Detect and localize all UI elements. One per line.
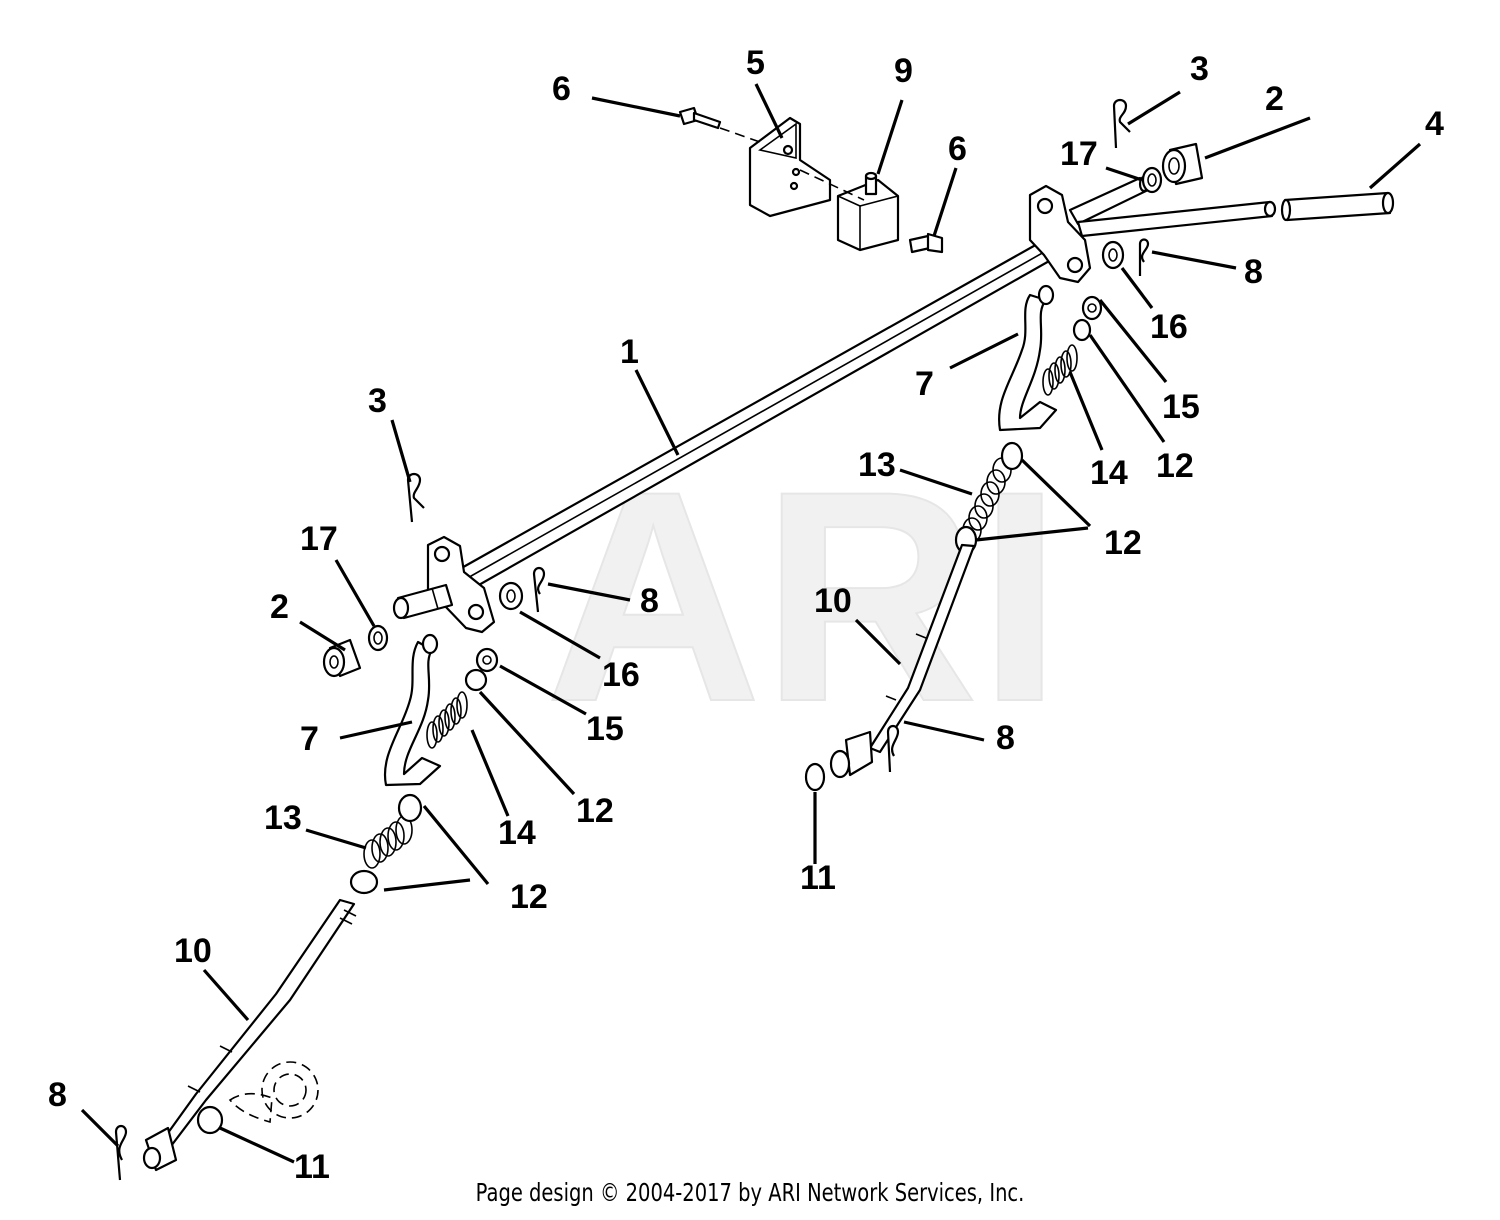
hair-pin-8-right-lower — [886, 724, 900, 773]
nut-15-right — [1081, 295, 1103, 321]
washer-16-right — [1101, 240, 1125, 270]
spring-14-right — [1042, 344, 1078, 396]
callout-17: 17 — [1060, 135, 1098, 173]
right-bracket — [1028, 184, 1092, 284]
callout-4: 4 — [1425, 105, 1444, 143]
callout-11: 11 — [800, 859, 836, 897]
screw-6-right — [908, 232, 944, 254]
callout-10: 10 — [814, 582, 852, 620]
callout-labels: 1 2 2 3 3 4 5 6 6 7 7 8 8 8 8 9 10 10 11… — [48, 44, 1444, 1186]
callout-6: 6 — [552, 70, 571, 108]
callout-2: 2 — [270, 588, 289, 626]
hair-pin-8-left-lower — [114, 1124, 128, 1181]
assembly-line-upper — [719, 127, 761, 143]
rod-10-right — [868, 543, 976, 754]
hair-pin-8-right — [1138, 238, 1150, 276]
callout-1: 1 — [620, 333, 639, 371]
bushing-left — [322, 638, 362, 678]
callout-3: 3 — [368, 382, 387, 420]
washer-17-left — [367, 624, 389, 652]
hair-pin-8-left — [532, 566, 546, 613]
callout-15: 15 — [586, 710, 624, 748]
washer-16-left — [498, 581, 524, 611]
clevis-right — [829, 730, 874, 779]
washer-17-right — [1141, 166, 1163, 194]
screw-6-left — [678, 106, 722, 130]
grip-sleeve — [1280, 191, 1395, 222]
callout-2: 2 — [1265, 80, 1284, 118]
callout-7: 7 — [300, 720, 319, 758]
assembly-line-switch — [799, 169, 865, 201]
callout-12: 12 — [576, 792, 614, 830]
washer-11-left — [196, 1105, 224, 1135]
lever-7-left — [383, 633, 442, 787]
callout-11: 11 — [294, 1148, 330, 1186]
bushing-right — [1161, 142, 1204, 186]
callout-7: 7 — [915, 365, 934, 403]
callout-17: 17 — [300, 520, 338, 558]
copyright-footer: Page design © 2004-2017 by ARI Network S… — [475, 1178, 1025, 1207]
callout-13: 13 — [264, 799, 302, 837]
leader-lines — [80, 83, 1422, 1164]
callout-12: 12 — [510, 878, 548, 916]
callout-3: 3 — [1190, 50, 1209, 88]
callout-14: 14 — [1090, 454, 1128, 492]
callout-13: 13 — [858, 446, 896, 484]
spring-13-left — [363, 815, 413, 869]
callout-8: 8 — [996, 719, 1015, 757]
left-bracket — [426, 535, 496, 634]
callout-5: 5 — [746, 44, 765, 82]
washer-12-left-b — [349, 869, 379, 895]
callout-16: 16 — [1150, 308, 1188, 346]
left-pin-stub — [392, 583, 454, 620]
safety-switch — [836, 171, 900, 252]
washer-12-left-upper — [464, 668, 488, 692]
washer-11-right — [804, 762, 826, 792]
hair-pin-3-right — [1112, 98, 1131, 149]
callout-15: 15 — [1162, 388, 1200, 426]
washer-12-left-a — [397, 793, 423, 823]
callout-16: 16 — [602, 656, 640, 694]
callout-12: 12 — [1156, 447, 1194, 485]
spring-14-left — [426, 691, 468, 749]
switch-plate — [748, 116, 832, 218]
washer-12-right-upper — [1072, 318, 1092, 342]
callout-10: 10 — [174, 932, 212, 970]
washer-12-right-a — [1000, 441, 1024, 471]
nut-15-left — [475, 647, 499, 673]
clevis-left — [142, 1126, 178, 1172]
lever-7-right — [998, 284, 1058, 432]
callout-8: 8 — [48, 1076, 67, 1114]
handle-tube — [1076, 200, 1277, 238]
callout-9: 9 — [894, 52, 913, 90]
gear-reference — [228, 1061, 319, 1124]
callout-14: 14 — [498, 814, 536, 852]
callout-8: 8 — [640, 582, 659, 620]
callout-6: 6 — [948, 130, 967, 168]
callout-12: 12 — [1104, 524, 1142, 562]
callout-8: 8 — [1244, 253, 1263, 291]
